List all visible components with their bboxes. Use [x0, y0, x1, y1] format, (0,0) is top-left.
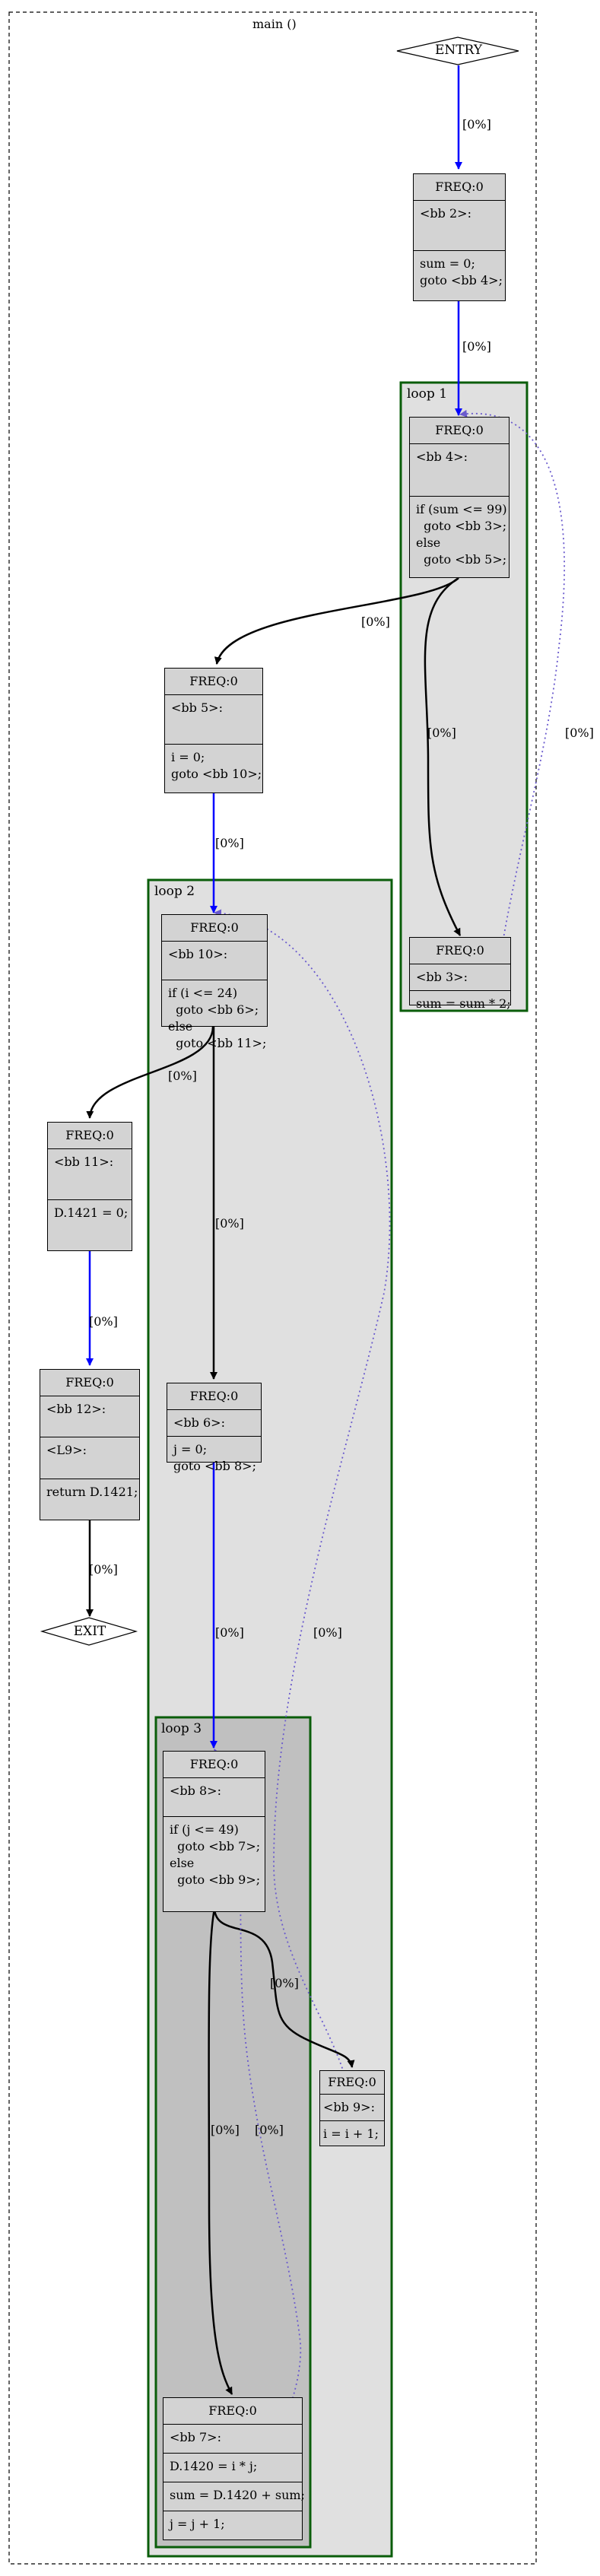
node-label: <L9>:	[40, 1437, 139, 1478]
edge-label-entry-bb2: [0%]	[462, 117, 491, 132]
node-freq: FREQ:0	[189, 1757, 239, 1771]
edge-label-bb7-bb8: [0%]	[255, 2123, 284, 2137]
node-freq: FREQ:0	[208, 2403, 257, 2418]
node-bb8[interactable]: FREQ:0 <bb 8>: if (j <= 49) goto <bb 7>;…	[163, 1751, 265, 1912]
cluster-loop3-label: loop 3	[161, 1721, 202, 1736]
edge-bb8-bb9	[213, 1908, 355, 2068]
node-code: D.1421 = 0;	[48, 1199, 132, 1250]
node-label: <bb 5>:	[165, 694, 262, 744]
node-code: i = i + 1;	[320, 2120, 384, 2147]
node-label: <bb 11>:	[48, 1148, 132, 1199]
node-freq: FREQ:0	[436, 943, 484, 958]
node-freq: FREQ:0	[435, 423, 484, 437]
node-bb4[interactable]: FREQ:0 <bb 4>: if (sum <= 99) goto <bb 3…	[409, 417, 510, 578]
node-bb9[interactable]: FREQ:0 <bb 9>: i = i + 1;	[319, 2070, 385, 2146]
node-bb5[interactable]: FREQ:0 <bb 5>: i = 0; goto <bb 10>;	[164, 668, 263, 793]
edge-label-bb10-bb11: [0%]	[168, 1069, 197, 1083]
edge-bb9-bb10	[214, 909, 391, 2136]
node-freq: FREQ:0	[328, 2075, 376, 2089]
edge-label-bb6-bb8: [0%]	[215, 1625, 244, 1640]
edge-label-bb2-bb4: [0%]	[462, 339, 491, 354]
function-frame	[8, 11, 537, 2565]
node-code: i = 0; goto <bb 10>;	[165, 743, 262, 793]
node-label: <bb 8>:	[163, 1777, 265, 1816]
node-freq: FREQ:0	[435, 179, 484, 194]
node-freq: FREQ:0	[190, 920, 239, 935]
node-label: <bb 9>:	[320, 2094, 384, 2120]
entry-node[interactable]: ENTRY	[434, 43, 483, 58]
edge-bb4-bb3	[424, 577, 462, 936]
edge-label-bb4-bb3: [0%]	[427, 726, 456, 740]
edge-bb10-bb11	[86, 1026, 214, 1119]
exit-shape	[40, 1617, 138, 1646]
node-bb11[interactable]: FREQ:0 <bb 11>: D.1421 = 0;	[47, 1122, 132, 1251]
node-bb6[interactable]: FREQ:0 <bb 6>: j = 0; goto <bb 8>;	[167, 1383, 262, 1473]
node-freq: FREQ:0	[189, 674, 238, 688]
node-code: sum = D.1420 + sum;	[163, 2482, 305, 2511]
node-bb3[interactable]: FREQ:0 <bb 3>: sum = sum * 2;	[409, 937, 511, 1011]
edge-label-bb8-bb9: [0%]	[270, 1976, 299, 1990]
node-code: j = 0; goto <bb 8>;	[167, 1436, 261, 1479]
node-bb2[interactable]: FREQ:0 <bb 2>: sum = 0; goto <bb 4>;	[413, 173, 506, 301]
node-label: <bb 7>:	[163, 2424, 302, 2453]
node-code: sum = 0; goto <bb 4>;	[414, 250, 505, 300]
edge-bb3-bb4	[459, 409, 566, 999]
node-bb7[interactable]: FREQ:0 <bb 7>: D.1420 = i * j; sum = D.1…	[163, 2397, 305, 2540]
cluster-loop2-label: loop 2	[154, 884, 195, 899]
node-bb12[interactable]: FREQ:0 <bb 12>: <L9>: return D.1421;	[40, 1369, 140, 1520]
node-code: D.1420 = i * j;	[163, 2453, 302, 2482]
node-label: <bb 2>:	[414, 200, 505, 250]
edge-label-bb4-bb5: [0%]	[361, 615, 390, 629]
node-label: <bb 12>:	[40, 1396, 139, 1437]
edge-label-bb12-exit: [0%]	[89, 1562, 118, 1577]
edge-label-bb5-bb10: [0%]	[215, 836, 244, 850]
function-title: main ()	[252, 17, 297, 31]
entry-shape	[396, 37, 519, 65]
node-label: <bb 6>:	[167, 1409, 261, 1436]
node-code: j = j + 1;	[163, 2511, 302, 2539]
edge-bb4-bb5	[214, 577, 459, 665]
exit-node[interactable]: EXIT	[73, 1624, 106, 1639]
edge-label-bb8-bb7: [0%]	[211, 2123, 240, 2137]
node-code: sum = sum * 2;	[410, 990, 511, 1017]
edge-label-bb9-bb10: [0%]	[313, 1625, 342, 1640]
cluster-loop1-label: loop 1	[407, 386, 448, 402]
node-code: if (j <= 49) goto <bb 7>; else goto <bb …	[163, 1816, 265, 1911]
node-bb10[interactable]: FREQ:0 <bb 10>: if (i <= 24) goto <bb 6>…	[161, 914, 268, 1050]
edge-label-bb3-bb4: [0%]	[565, 726, 594, 740]
edge-label-bb11-bb12: [0%]	[89, 1314, 118, 1329]
node-code: if (sum <= 99) goto <bb 3>; else goto <b…	[410, 496, 509, 577]
node-freq: FREQ:0	[189, 1389, 239, 1403]
node-code: if (i <= 24) goto <bb 6>; else goto <bb …	[162, 980, 267, 1056]
node-freq: FREQ:0	[65, 1375, 114, 1390]
node-code: return D.1421;	[40, 1478, 139, 1520]
node-label: <bb 3>:	[410, 964, 510, 990]
edge-label-bb10-bb6: [0%]	[215, 1216, 244, 1231]
node-label: <bb 4>:	[410, 443, 509, 496]
node-freq: FREQ:0	[65, 1128, 114, 1142]
node-label: <bb 10>:	[162, 941, 267, 980]
edge-bb8-bb7	[208, 1908, 233, 2395]
